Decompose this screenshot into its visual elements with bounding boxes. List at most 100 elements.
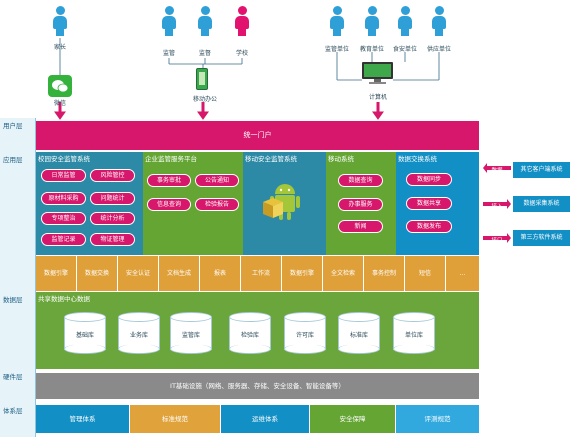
school-label: 学校	[235, 50, 248, 57]
unit1-label: 监管单位	[324, 46, 349, 53]
unit3-label: 食安单位	[392, 46, 417, 53]
tool-3[interactable]: 安全认证	[118, 256, 159, 291]
db-7-label: 单位库	[404, 332, 423, 339]
db-3-label: 监管库	[181, 332, 200, 339]
side-arrows	[483, 163, 511, 243]
tool-9[interactable]: 事务控制	[364, 256, 405, 291]
db-6-label: 标准库	[349, 332, 368, 339]
side-box-third-party[interactable]: 第三方软件系统	[513, 230, 570, 246]
p2-item-1[interactable]: 事务审批	[147, 174, 191, 187]
side-arrow3-label: 接口	[491, 238, 503, 244]
db-4[interactable]: 检验库	[229, 312, 271, 354]
system-standards[interactable]: 标准规范	[130, 405, 221, 433]
tool-4[interactable]: 文档生成	[159, 256, 200, 291]
db-1[interactable]: 基础库	[64, 312, 106, 354]
tool-11[interactable]: ...	[446, 256, 479, 291]
mobile-system-panel: 移动系统 数据查询 办事服务 新闻	[326, 152, 396, 255]
system-evaluation[interactable]: 评测规范	[396, 405, 479, 433]
wechat-icon	[48, 75, 72, 97]
p1-item-3[interactable]: 原材料采购	[41, 192, 86, 205]
p5-item-3[interactable]: 数据发布	[406, 220, 452, 233]
db-6[interactable]: 标准库	[338, 312, 380, 354]
p4-item-3[interactable]: 新闻	[338, 220, 383, 233]
inspector-label: 监管	[162, 50, 175, 57]
side-box-other-clients[interactable]: 其它客户端系统	[513, 162, 570, 178]
db-1-label: 基础库	[75, 332, 94, 339]
p5-item-2[interactable]: 数据共享	[406, 197, 452, 210]
system-management[interactable]: 管理体系	[36, 405, 130, 433]
db-7[interactable]: 单位库	[393, 312, 435, 354]
db-4-label: 检验库	[240, 332, 259, 339]
unit2-label: 教育单位	[359, 46, 384, 53]
side-box-data-collection[interactable]: 数据采集系统	[513, 196, 570, 212]
wechat-label: 微信	[53, 100, 66, 107]
portal-label: 统一门户	[243, 131, 272, 139]
p1-item-8[interactable]: 物证管理	[90, 233, 135, 246]
computer-icon	[362, 62, 393, 84]
p4-item-2[interactable]: 办事服务	[338, 198, 383, 211]
side-arrow2-label: 接入	[491, 204, 503, 210]
shared-data-center: 共享数据中心数据 基础库 业务库 监管库 检验库 许可库 标准库 单位库	[36, 292, 479, 369]
db-2[interactable]: 业务库	[118, 312, 160, 354]
app-layer-label: 应用层	[0, 152, 36, 292]
db-5-label: 许可库	[295, 332, 314, 339]
db-2-label: 业务库	[129, 332, 148, 339]
tool-2[interactable]: 数据交换	[77, 256, 118, 291]
unified-portal[interactable]: 统一门户	[36, 121, 479, 150]
unit2-user-icon	[365, 6, 379, 36]
mobile-safety-title: 移动安全监管系统	[245, 155, 297, 163]
unit4-user-icon	[432, 6, 446, 36]
p1-item-2[interactable]: 风险管控	[90, 169, 135, 182]
p4-item-1[interactable]: 数据查询	[338, 174, 383, 187]
tool-1[interactable]: 数据引擎	[36, 256, 77, 291]
p2-item-2[interactable]: 公告通知	[195, 174, 239, 187]
pc-label: 计算机	[368, 94, 387, 101]
user-layer: 用户层 统一门户	[0, 118, 573, 152]
mobile-system-title: 移动系统	[328, 155, 354, 163]
p1-item-4[interactable]: 问题统计	[90, 192, 135, 205]
supervisor-label: 监督	[198, 50, 211, 57]
mobile-phone-icon	[196, 68, 208, 90]
campus-safety-title: 校园安全监管系统	[38, 155, 90, 163]
system-operations[interactable]: 运维体系	[221, 405, 310, 433]
system-layer: 体系层 管理体系 标准规范 运维体系 安全保障 评测规范	[0, 403, 573, 437]
top-connectors	[54, 38, 440, 120]
enterprise-panel: 企业监管服务平台 事务审批 公告通知 信息查询 检验报告	[143, 152, 243, 255]
system-layer-label: 体系层	[0, 403, 36, 437]
system-security[interactable]: 安全保障	[310, 405, 396, 433]
db-5[interactable]: 许可库	[284, 312, 326, 354]
p1-item-5[interactable]: 专项整治	[41, 212, 86, 225]
mobile-label: 移动办公	[192, 96, 217, 103]
p1-item-6[interactable]: 统计分析	[90, 212, 135, 225]
tool-6[interactable]: 工作流	[241, 256, 282, 291]
data-exchange-panel: 数据交换系统 数据同步 数据共享 数据发布	[396, 152, 479, 255]
enterprise-title: 企业监管服务平台	[145, 155, 197, 163]
p5-item-1[interactable]: 数据同步	[406, 173, 452, 186]
hardware-layer: 硬件层 IT基础设施（网络、服务器、存储、安全设备、智能设备等）	[0, 369, 573, 403]
p2-item-3[interactable]: 信息查询	[147, 198, 191, 211]
side-arrow1-label: 数据	[491, 168, 503, 174]
tool-8[interactable]: 全文检索	[323, 256, 364, 291]
parent-user-icon	[53, 6, 67, 36]
tool-10[interactable]: 短信	[405, 256, 446, 291]
tool-5[interactable]: 报表	[200, 256, 241, 291]
inspector-user-icon	[162, 6, 176, 36]
unit4-label: 供应单位	[426, 46, 451, 53]
p1-item-1[interactable]: 日常监管	[41, 169, 86, 182]
unit3-user-icon	[398, 6, 412, 36]
app-layer: 应用层 校园安全监管系统 日常监管 风险管控 原材料采购 问题统计 专项整治 统…	[0, 152, 573, 292]
hardware-layer-label: 硬件层	[0, 369, 36, 403]
tool-7[interactable]: 数据引擎	[282, 256, 323, 291]
data-layer: 数据层 共享数据中心数据 基础库 业务库 监管库 检验库 许可库 标准库	[0, 292, 573, 369]
school-user-icon	[235, 6, 249, 36]
data-center-title: 共享数据中心数据	[38, 295, 90, 303]
p2-item-4[interactable]: 检验报告	[195, 198, 239, 211]
mobile-safety-panel: 移动安全监管系统	[243, 152, 326, 255]
db-3[interactable]: 监管库	[170, 312, 212, 354]
user-layer-label: 用户层	[0, 118, 36, 152]
campus-safety-panel: 校园安全监管系统 日常监管 风险管控 原材料采购 问题统计 专项整治 统计分析 …	[36, 152, 143, 255]
supervisor-user-icon	[198, 6, 212, 36]
it-infrastructure[interactable]: IT基础设施（网络、服务器、存储、安全设备、智能设备等）	[36, 373, 479, 399]
p1-item-7[interactable]: 监管记录	[41, 233, 86, 246]
data-exchange-title: 数据交换系统	[398, 155, 437, 163]
